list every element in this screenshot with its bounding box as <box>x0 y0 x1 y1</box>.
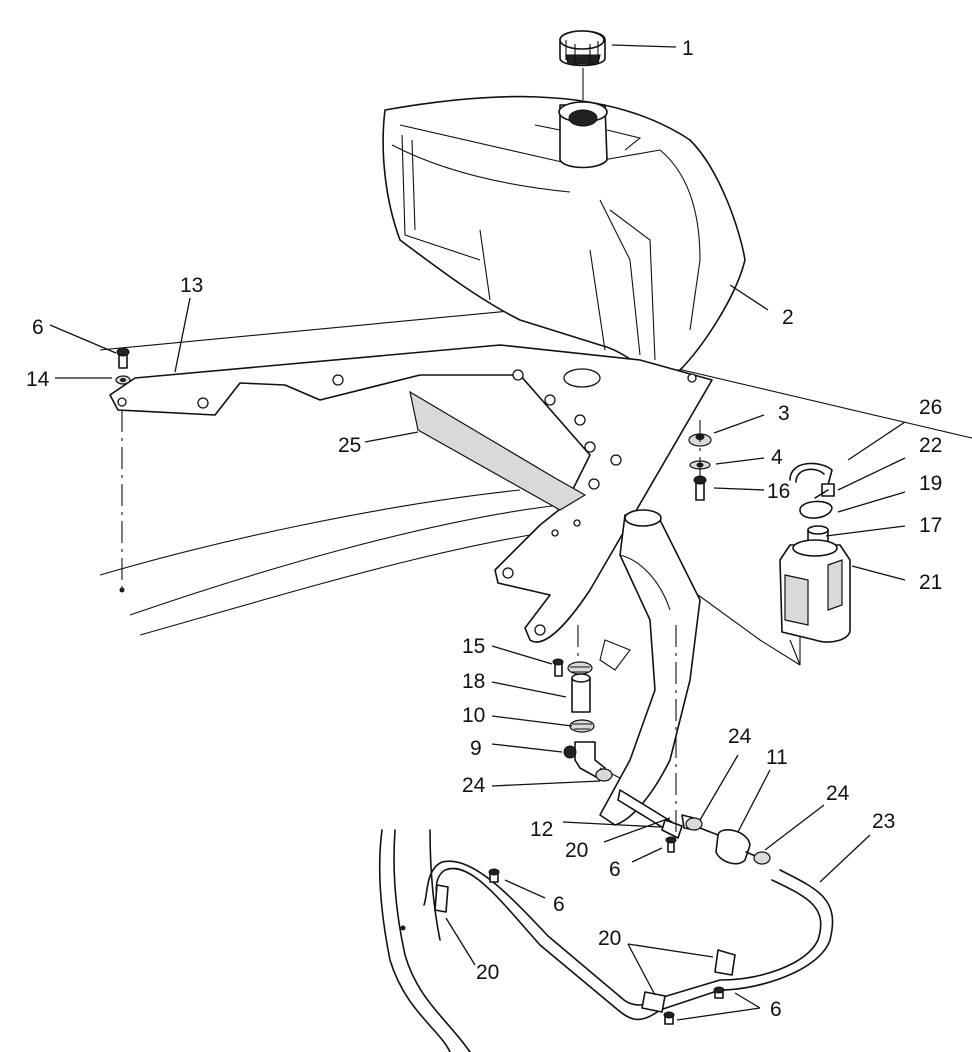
fuel-tank <box>382 95 746 376</box>
callout-18: 18 <box>462 670 485 693</box>
callout-6a: 6 <box>32 316 44 339</box>
callout-22: 22 <box>919 434 942 457</box>
callout-1: 1 <box>682 37 694 60</box>
callout-15: 15 <box>462 635 485 658</box>
callout-26: 26 <box>919 396 942 419</box>
callout-10: 10 <box>462 704 485 727</box>
vent-and-bottle <box>779 462 851 643</box>
callout-14: 14 <box>26 368 50 391</box>
callout-19: 19 <box>919 472 942 495</box>
fuel-hose-long <box>423 860 834 1021</box>
callout-3: 3 <box>778 402 790 425</box>
callout-6b: 6 <box>609 858 621 881</box>
frame-tube-left <box>378 829 471 1052</box>
support-post <box>599 509 701 826</box>
callout-11: 11 <box>766 746 788 769</box>
callout-20a: 20 <box>565 839 588 862</box>
right-mount-hardware <box>688 420 712 501</box>
seal-strip <box>409 390 587 511</box>
callout-12: 12 <box>530 818 553 841</box>
callout-17: 17 <box>919 514 942 537</box>
callout-4: 4 <box>771 446 783 469</box>
callout-6d: 6 <box>770 998 782 1021</box>
fuel-cap <box>559 30 606 100</box>
clamp-screws <box>488 868 725 1025</box>
callout-24b: 24 <box>728 725 752 748</box>
fuel-valve-stack <box>552 625 621 782</box>
mounting-plate <box>109 344 713 643</box>
callout-25: 25 <box>338 434 361 457</box>
callout-6c: 6 <box>553 893 565 916</box>
left-mount-hardware <box>115 347 131 593</box>
callout-20b: 20 <box>476 961 499 984</box>
callout-labels: 1 2 3 4 16 26 22 19 17 21 13 6 14 25 15 … <box>26 37 942 1021</box>
callout-24a: 24 <box>462 774 486 797</box>
leader-lines <box>49 44 906 1021</box>
callout-21: 21 <box>919 571 942 594</box>
callout-23: 23 <box>872 810 895 833</box>
callout-9: 9 <box>470 737 482 760</box>
callout-24c: 24 <box>826 782 850 805</box>
callout-16: 16 <box>767 480 790 503</box>
callout-2: 2 <box>782 306 794 329</box>
callout-13: 13 <box>180 274 203 297</box>
callout-20c: 20 <box>598 927 621 950</box>
